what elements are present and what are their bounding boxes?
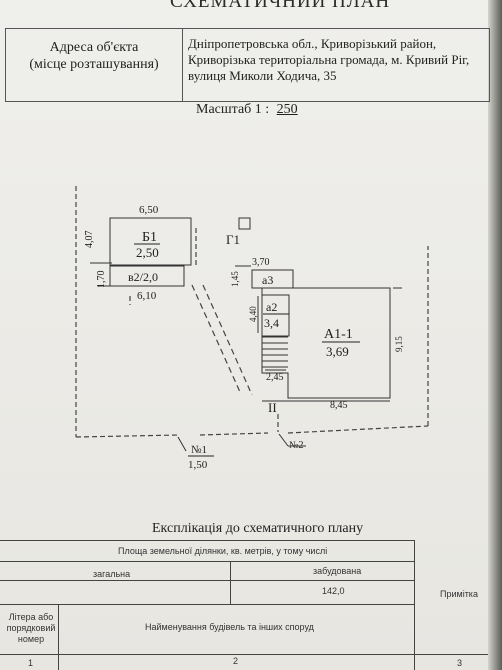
table-rule <box>414 540 415 670</box>
v2-side-dim: 1,70 <box>96 271 107 289</box>
address-value-cell: Дніпропетровська обл., Криворізький райо… <box>188 36 488 84</box>
address-label: Адреса об'єкта <box>49 40 139 55</box>
address-line-1: Дніпропетровська обл., Криворізький райо… <box>188 36 437 51</box>
a1-number: 3,69 <box>326 344 349 359</box>
building-b1 <box>109 217 192 266</box>
building-a1 <box>261 287 391 399</box>
address-label-cell: Адреса об'єкта (місце розташування) <box>6 29 183 101</box>
address-line-3: вулиця Миколи Ходича, 35 <box>188 68 337 83</box>
scale-label: Масштаб 1 : <box>196 102 270 117</box>
g1-label: Г1 <box>226 232 240 247</box>
a1-label: А1-1 <box>324 327 353 342</box>
scale-value: 250 <box>276 102 298 117</box>
a1-bottom-dim: 8,45 <box>330 400 348 411</box>
a2-label: а2 <box>266 300 277 314</box>
address-table: Адреса об'єкта (місце розташування) Дніп… <box>5 28 490 102</box>
address-line-2: Криворізька територіальна громада, м. Кр… <box>188 52 470 67</box>
note-header: Примітка <box>440 589 478 599</box>
b1-side-dim: 4,07 <box>84 231 95 249</box>
a1-bottom-left-dim: 2,45 <box>266 372 284 383</box>
b1-label: Б1 <box>142 230 157 245</box>
building-v2 <box>109 265 185 287</box>
address-label-sub: (місце розташування) <box>29 57 159 72</box>
land-area-header: Площа земельної ділянки, кв. метрів, у т… <box>118 546 328 556</box>
fence-1-label: №1 <box>191 444 207 456</box>
v2-bottom-dim: 6,10 <box>137 290 157 302</box>
a3-top-dim: 3,70 <box>252 257 270 268</box>
table-rule <box>0 540 414 541</box>
letter-header-line-3: номер <box>17 634 45 644</box>
explication-title: Експлікація до схематичного плану <box>152 521 364 536</box>
building-a3 <box>251 269 294 289</box>
table-rule <box>230 561 231 604</box>
page-edge-shadow <box>488 0 502 670</box>
site-boundary <box>75 186 429 438</box>
fence-1-number: 1,50 <box>188 459 208 471</box>
yard-label: II <box>268 400 277 415</box>
letter-header-line-1: Літера або <box>8 612 54 622</box>
built-header: забудована <box>313 566 362 576</box>
built-value: 142,0 <box>322 586 345 596</box>
a3-label: а3 <box>262 273 273 287</box>
v2-label: в2/2,0 <box>128 270 158 284</box>
table-rule <box>0 604 414 605</box>
letter-header: Літера або порядковий номер <box>6 612 56 645</box>
a2-side-dim: 4,40 <box>248 306 258 322</box>
g1-marker <box>238 217 251 230</box>
letter-header-line-2: порядковий <box>6 623 56 633</box>
name-header: Найменування будівель та інших споруд <box>145 622 314 632</box>
a3-side-dim: 1,45 <box>230 271 240 287</box>
table-rule <box>0 561 414 562</box>
b1-number: 2,50 <box>136 245 159 260</box>
column-number-3: 3 <box>457 658 463 668</box>
a2-number: 3,4 <box>264 316 279 330</box>
document-title: СХЕМАТИЧНИЙ ПЛАН <box>170 0 391 12</box>
table-rule <box>0 654 488 655</box>
scale-row: Масштаб 1 : 250 <box>196 102 302 118</box>
column-number-1: 1 <box>28 658 34 668</box>
table-rule <box>58 604 59 670</box>
b1-top-dim: 6,50 <box>139 204 159 216</box>
table-rule <box>0 580 414 581</box>
total-header: загальна <box>93 569 131 579</box>
column-number-2: 2 <box>233 656 239 666</box>
building-a2 <box>261 294 290 337</box>
a1-side-dim: 9,15 <box>394 336 404 352</box>
